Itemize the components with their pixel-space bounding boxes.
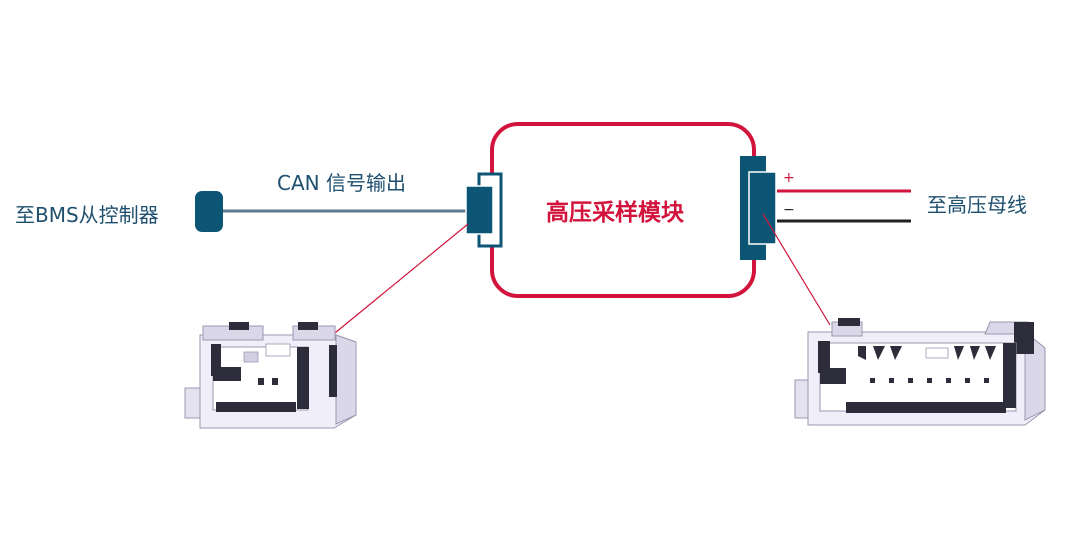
module-title: 高压采样模块	[546, 200, 684, 226]
bms-label: 至BMS从控制器	[15, 203, 159, 227]
bms-plug	[195, 191, 223, 232]
negative-sign: −	[783, 202, 795, 218]
can-label: CAN 信号输出	[277, 171, 406, 195]
right-leader-line	[762, 213, 831, 326]
left-connector-illustration	[184, 322, 357, 429]
positive-sign: +	[783, 170, 795, 186]
bus-label: 至高压母线	[927, 193, 1027, 217]
left-connector	[465, 172, 503, 248]
left-leader-line	[329, 223, 469, 338]
right-connector	[740, 156, 777, 260]
right-connector-illustration	[794, 318, 1046, 426]
